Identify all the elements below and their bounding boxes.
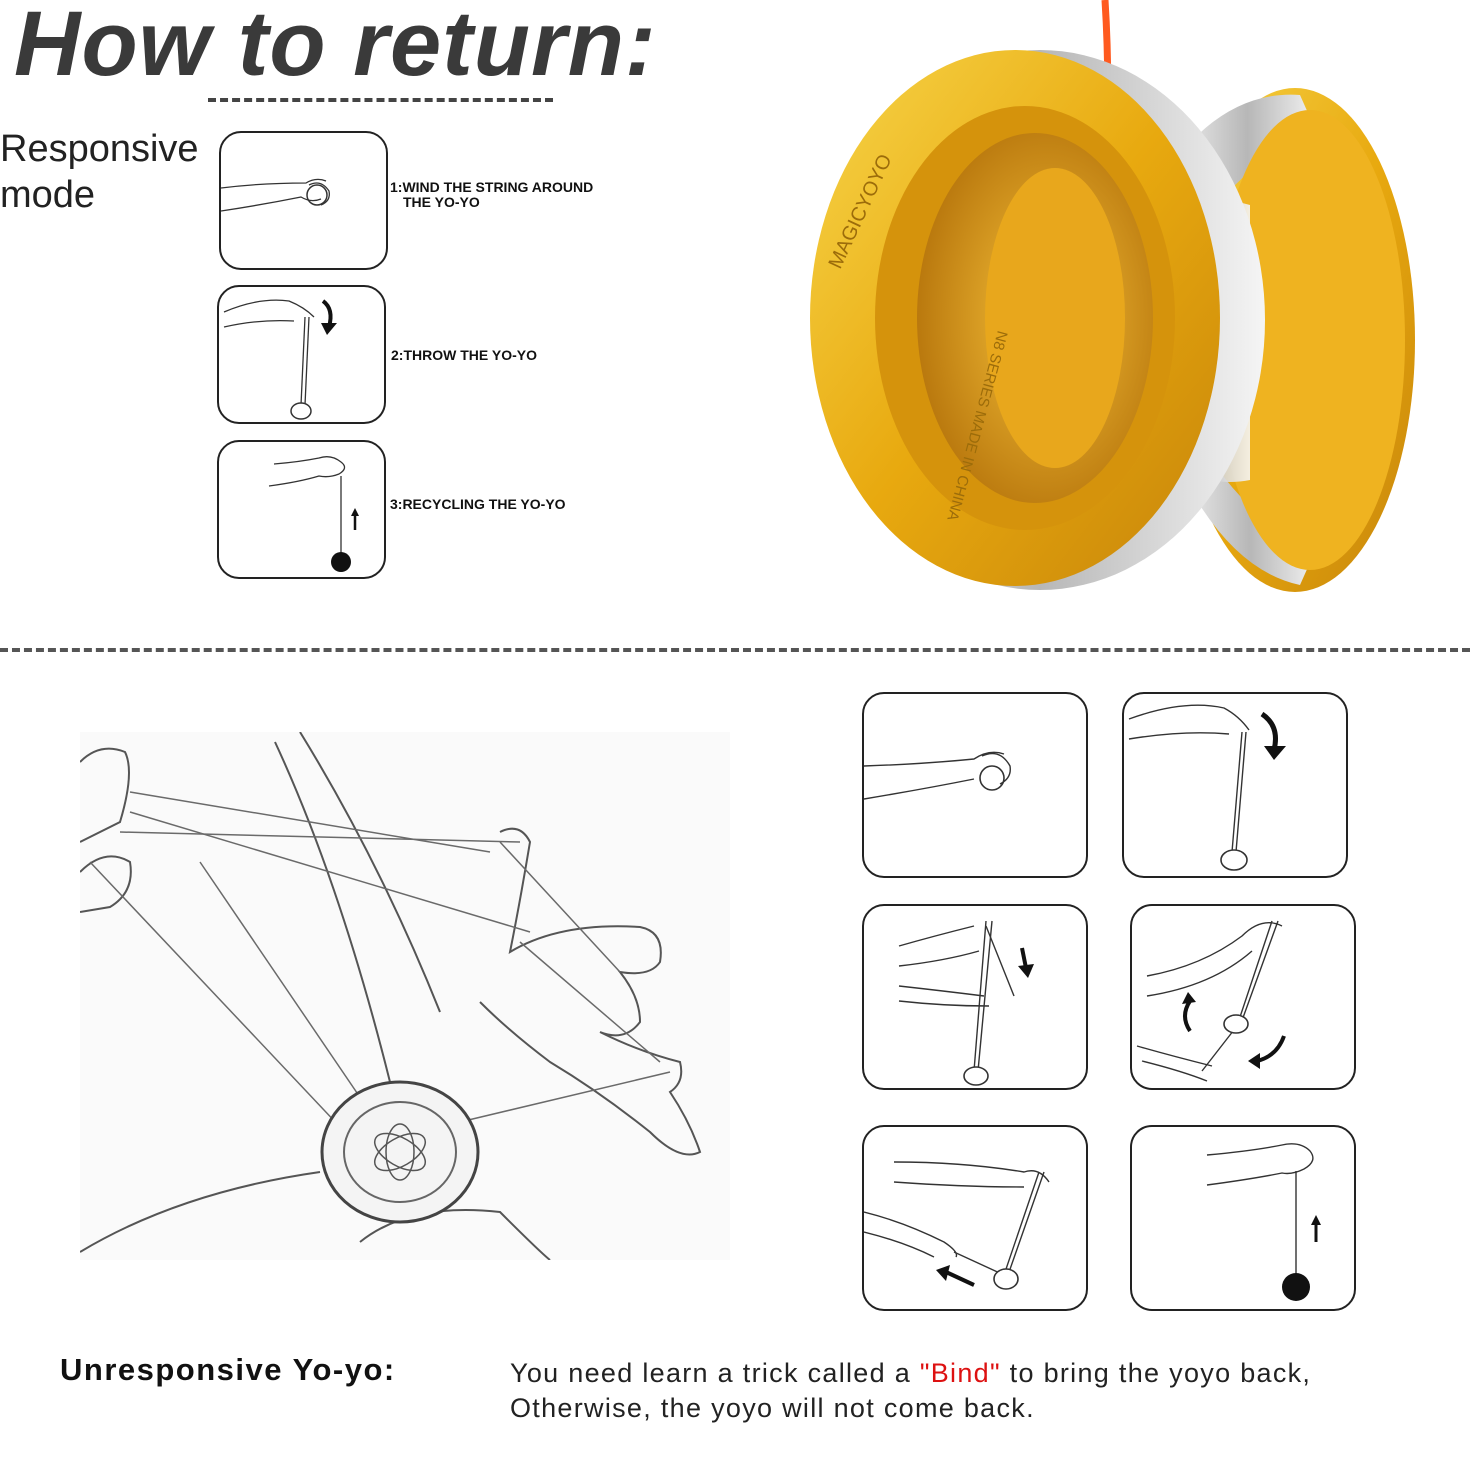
unresponsive-label: Unresponsive Yo-yo: (60, 1352, 396, 1387)
recycle-yoyo-icon (1206, 1143, 1321, 1301)
step-3-illustration (217, 440, 386, 579)
bind-step-2-illustration (1122, 692, 1348, 878)
bind-step-5-illustration (862, 1125, 1088, 1311)
page-title: How to return: (14, 0, 657, 95)
catch-string-icon (864, 1161, 1050, 1290)
bind-step-6-illustration (1130, 1125, 1356, 1311)
loop-string-icon (898, 920, 1034, 1086)
step-1-illustration (219, 131, 388, 270)
instructions-line-2: Otherwise, the yoyo will not come back. (510, 1393, 1035, 1423)
bind-step-3-illustration (862, 904, 1088, 1090)
bind-step-1-illustration (862, 692, 1088, 878)
title-underline (208, 98, 553, 102)
swing-back-icon (1136, 920, 1286, 1082)
instructions-line-1: You need learn a trick called a "Bind" t… (510, 1356, 1311, 1391)
wind-string-icon (221, 178, 330, 212)
step-2-illustration (217, 285, 386, 424)
throw-yoyo-icon (1128, 704, 1286, 871)
instructions-text-after: to bring the yoyo back, (1000, 1358, 1312, 1388)
responsive-mode-label: Responsive mode (0, 128, 199, 216)
bind-trick-sketch (79, 731, 730, 1261)
step-1-line1: 1:WIND THE STRING AROUND (390, 179, 594, 195)
step-1-line2: THE YO-YO (403, 194, 480, 210)
wind-string-icon (864, 751, 1011, 800)
step-2-text: 2:THROW THE YO-YO (391, 347, 537, 363)
bind-step-4-illustration (1130, 904, 1356, 1090)
section-divider (0, 648, 1470, 652)
step-1-text: 1:WIND THE STRING AROUND THE YO-YO (390, 180, 593, 210)
unresponsive-instructions: You need learn a trick called a "Bind" t… (510, 1356, 1311, 1426)
bind-keyword: "Bind" (919, 1358, 1001, 1388)
yoyo-product-image: MAGICYOYO N8 SERIES MADE IN CHINA (780, 0, 1470, 645)
throw-yoyo-icon (223, 299, 337, 420)
step-3-text: 3:RECYCLING THE YO-YO (390, 496, 566, 512)
instructions-text-before: You need learn a trick called a (510, 1358, 920, 1388)
recycle-yoyo-icon (268, 456, 359, 572)
